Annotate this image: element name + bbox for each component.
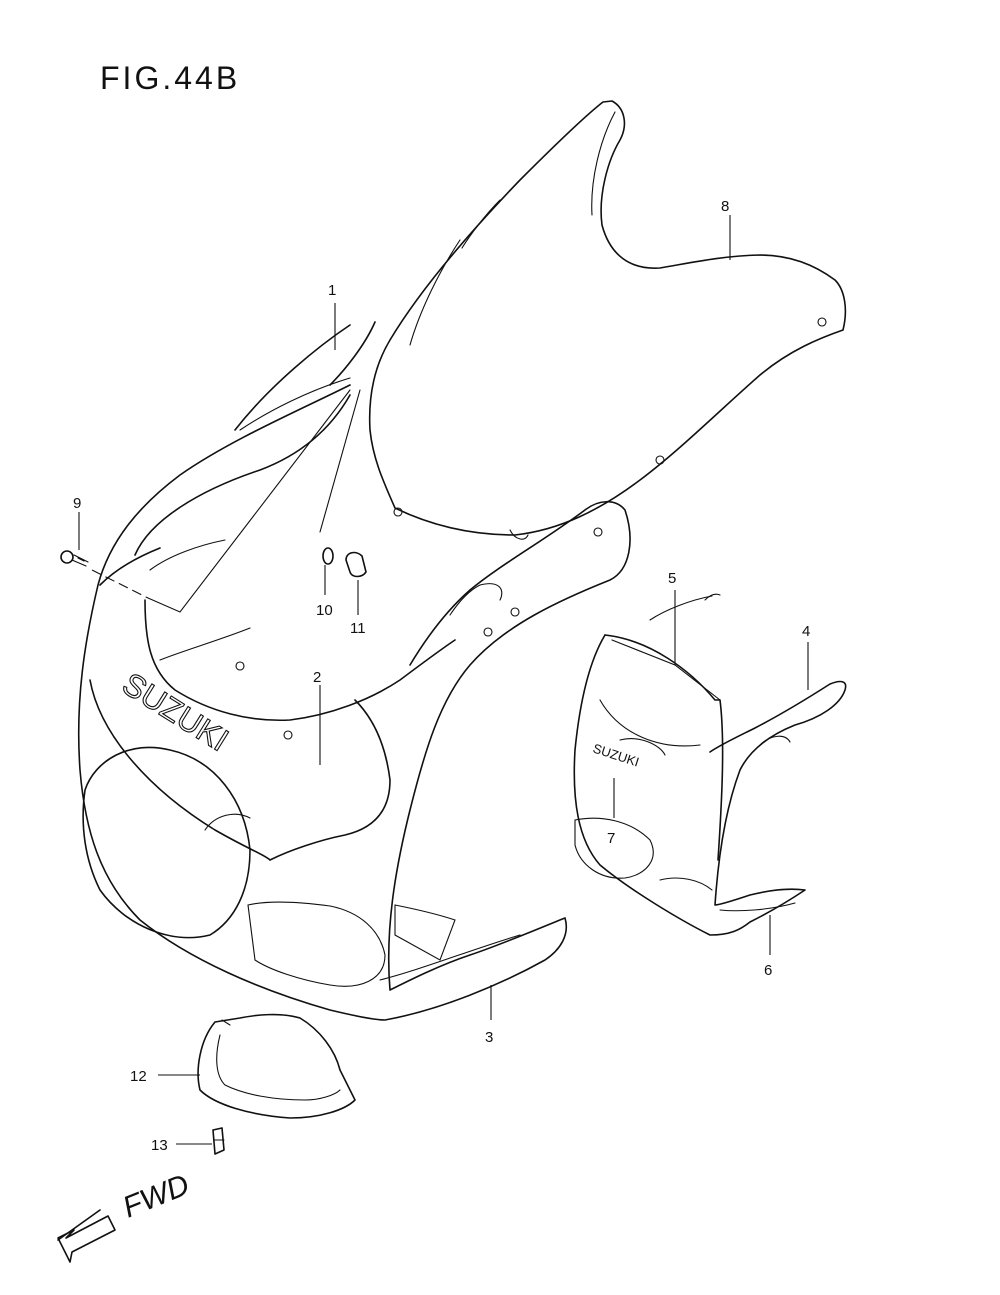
callout-9: 9	[73, 495, 81, 512]
figure-title: FIG.44B	[100, 60, 241, 96]
leader-lines	[78, 215, 809, 1145]
headlight-trim-ring	[197, 1013, 356, 1119]
washer-part-10	[322, 547, 334, 565]
callout-13: 13	[151, 1137, 168, 1154]
upper-cowling	[77, 321, 631, 1021]
windscreen	[368, 100, 847, 540]
callout-8: 8	[721, 198, 729, 215]
callout-5: 5	[668, 570, 676, 587]
forward-arrow-icon	[57, 1209, 116, 1263]
callout-6: 6	[764, 962, 772, 979]
nut-part-11	[345, 551, 367, 578]
direction-label: FWD	[118, 1168, 194, 1224]
brand-logo-small: SUZUKI	[591, 741, 641, 770]
callout-10: 10	[316, 602, 333, 619]
callout-1: 1	[328, 282, 336, 299]
clip-part-13	[212, 1127, 225, 1155]
callout-12: 12	[130, 1068, 147, 1085]
callout-7: 7	[607, 830, 615, 847]
screw-part-9	[60, 550, 89, 567]
side-cowling	[573, 593, 847, 936]
callout-2: 2	[313, 669, 321, 686]
callout-11: 11	[350, 620, 366, 637]
callout-3: 3	[485, 1029, 493, 1046]
callout-4: 4	[802, 623, 810, 640]
brand-logo: SUZUKI	[116, 665, 235, 758]
